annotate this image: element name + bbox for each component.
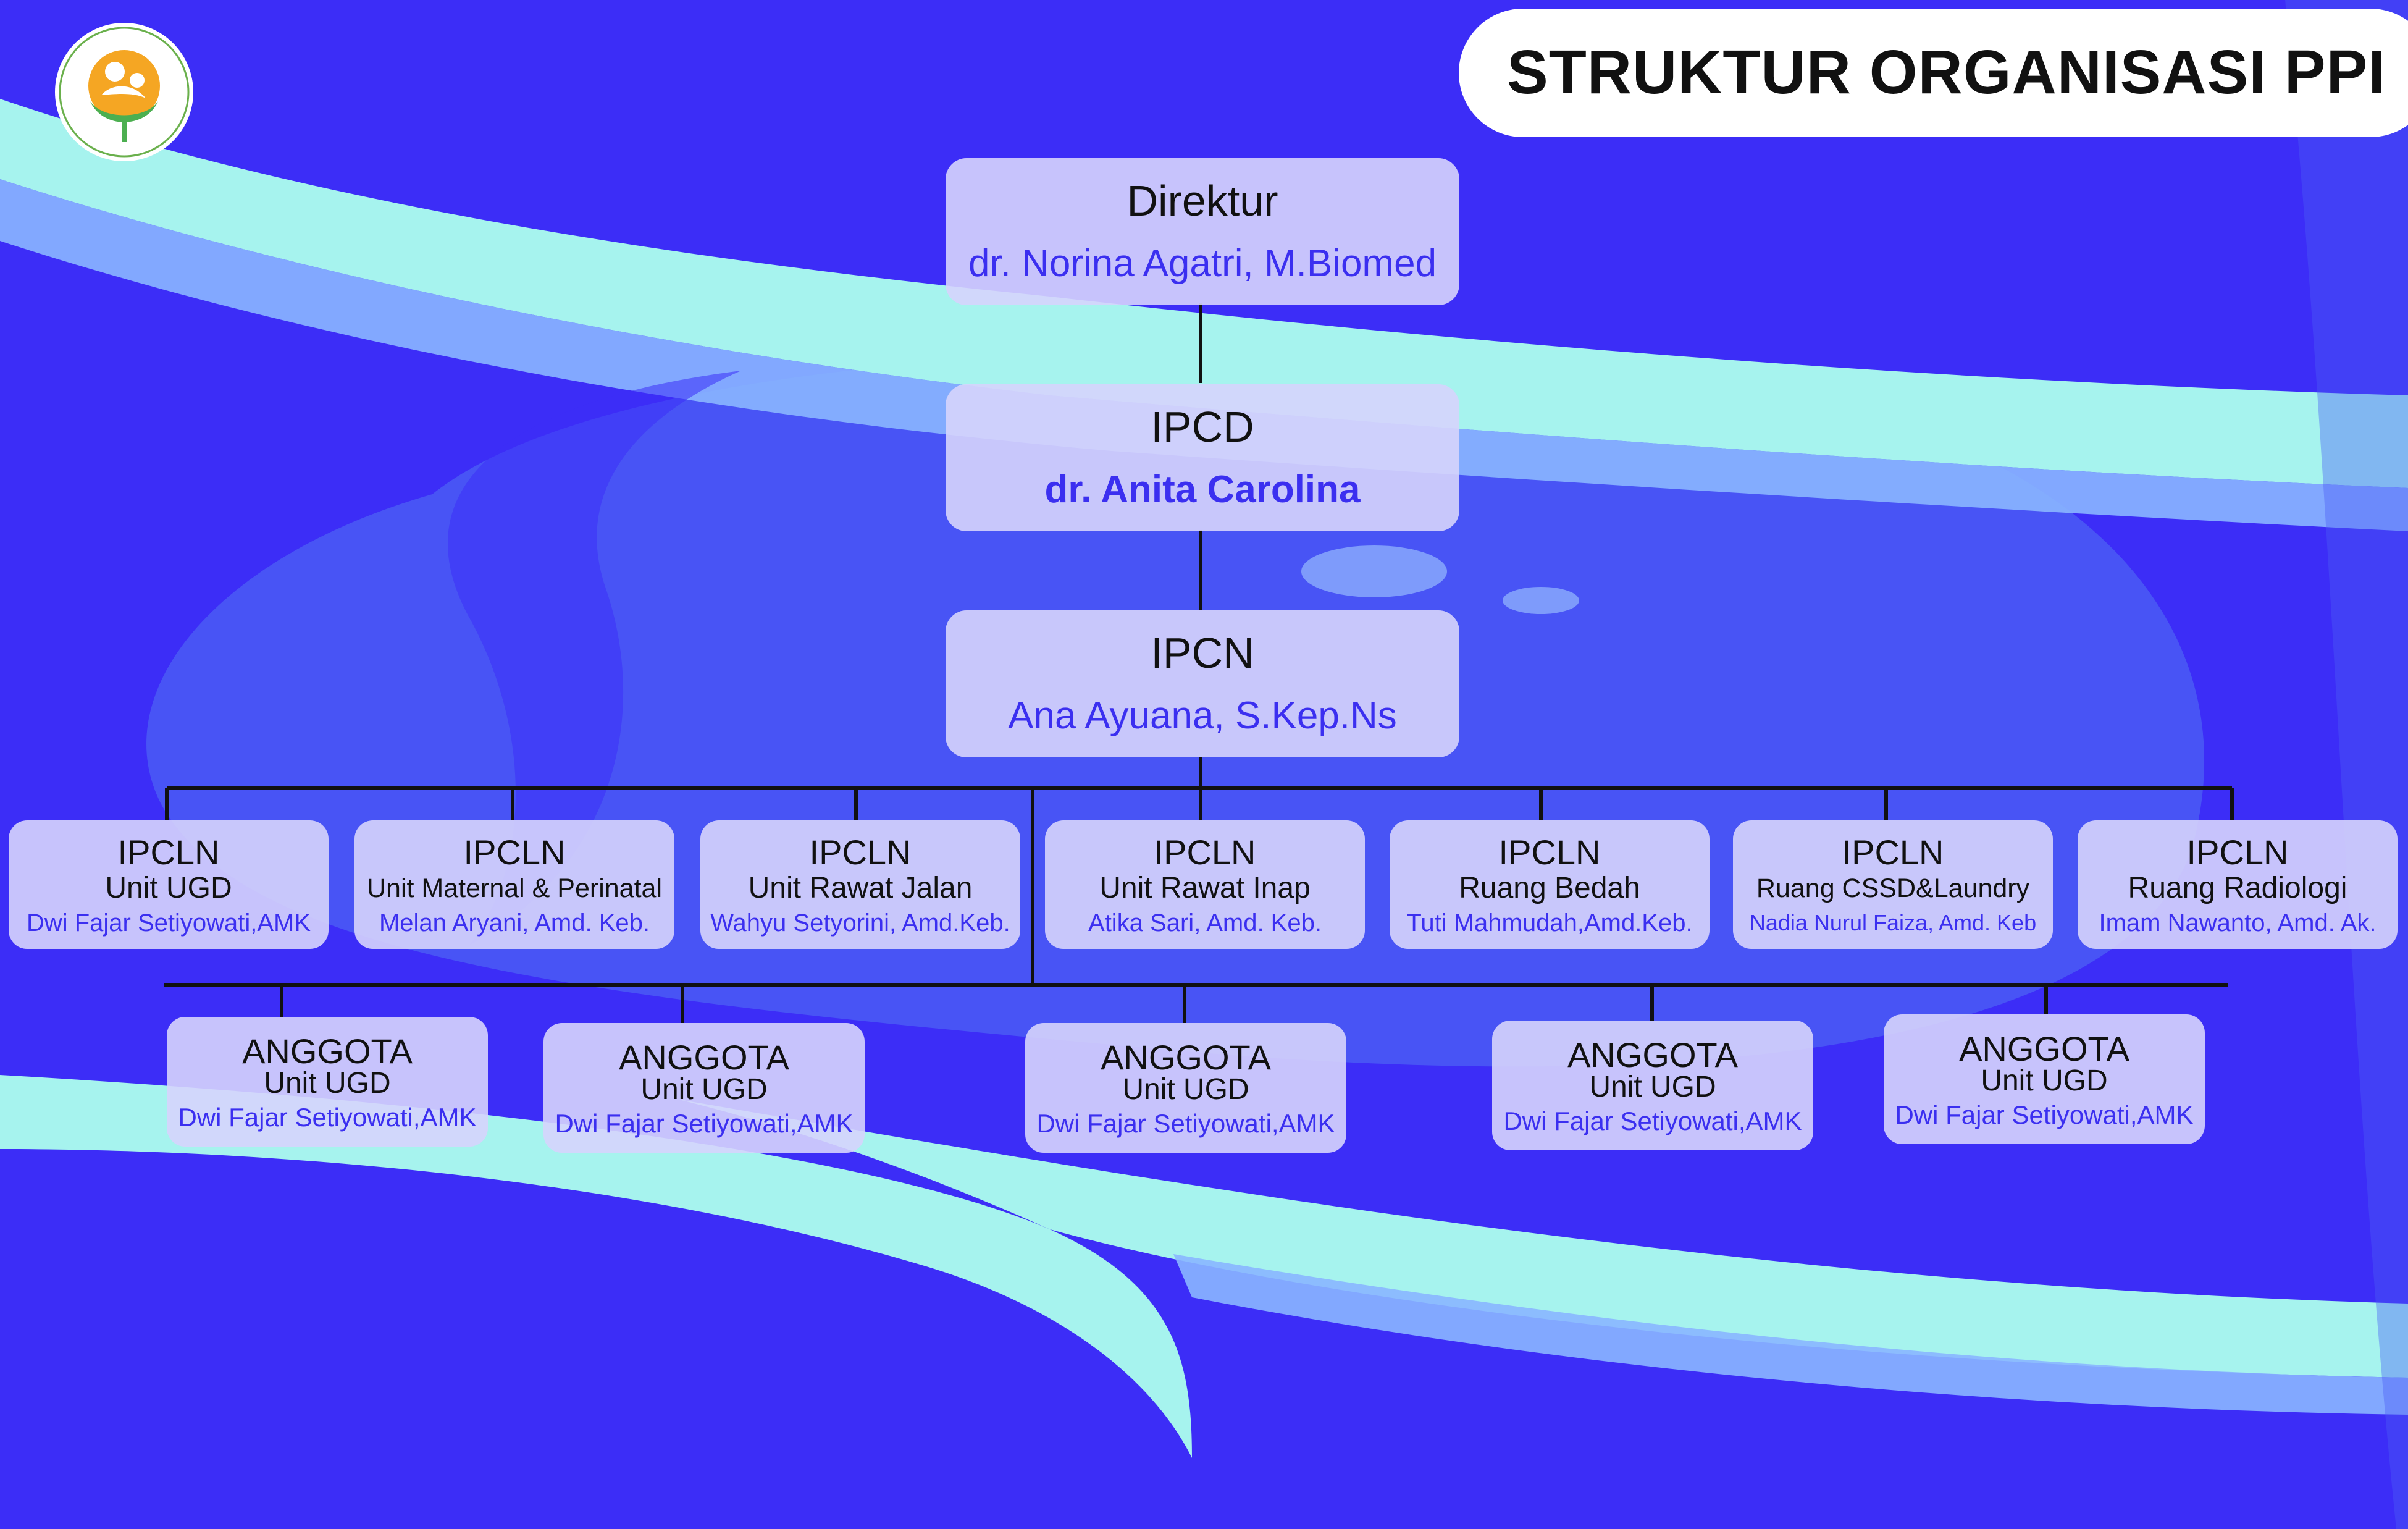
ipcln-role: IPCLN [1498, 833, 1601, 872]
ipcln-unit: Ruang Bedah [1459, 872, 1640, 904]
ipcln-role: IPCLN [809, 833, 912, 872]
anggota-person: Dwi Fajar Setiyowati,AMK [1503, 1106, 1802, 1135]
ipcln-role: IPCLN [1842, 833, 1944, 872]
ipcln-role: IPCLN [463, 833, 566, 872]
anggota-box: ANGGOTA Unit UGD Dwi Fajar Setiyowati,AM… [1884, 1014, 2205, 1144]
ipcln-role: IPCLN [2186, 833, 2289, 872]
ipcln-box-radiologi: IPCLN Ruang Radiologi Imam Nawanto, Amd.… [2078, 820, 2398, 949]
ipcln-unit: Unit Rawat Jalan [748, 872, 973, 904]
ipcd-name: dr. Anita Carolina [1044, 468, 1361, 511]
anggota-person: Dwi Fajar Setiyowati,AMK [1895, 1100, 2194, 1129]
anggota-unit: Unit UGD [640, 1073, 768, 1106]
anggota-unit: Unit UGD [1981, 1064, 2108, 1097]
anggota-box: ANGGOTA Unit UGD Dwi Fajar Setiyowati,AM… [543, 1023, 865, 1153]
anggota-unit: Unit UGD [1122, 1073, 1249, 1106]
ipcln-person: Wahyu Setyorini, Amd.Keb. [710, 909, 1010, 937]
ipcln-person: Nadia Nurul Faiza, Amd. Keb [1749, 910, 2037, 935]
ipcln-box-ugd: IPCLN Unit UGD Dwi Fajar Setiyowati,AMK [9, 820, 329, 949]
anggota-role: ANGGOTA [1567, 1035, 1738, 1074]
ipcln-box-rawat-jalan: IPCLN Unit Rawat Jalan Wahyu Setyorini, … [700, 820, 1020, 949]
ipcln-unit: Unit Maternal & Perinatal [367, 874, 662, 903]
ipcln-unit: Unit UGD [105, 872, 232, 904]
anggota-person: Dwi Fajar Setiyowati,AMK [555, 1109, 854, 1138]
ipcd-role: IPCD [1151, 403, 1254, 451]
anggota-person: Dwi Fajar Setiyowati,AMK [178, 1103, 477, 1132]
ipcln-role: IPCLN [1154, 833, 1256, 872]
ipcn-box: IPCN Ana Ayuana, S.Kep.Ns [946, 610, 1459, 757]
ipcln-person: Tuti Mahmudah,Amd.Keb. [1406, 909, 1693, 937]
anggota-box: ANGGOTA Unit UGD Dwi Fajar Setiyowati,AM… [167, 1017, 488, 1147]
anggota-person: Dwi Fajar Setiyowati,AMK [1036, 1109, 1335, 1138]
hospital-logo [55, 23, 193, 161]
ipcln-person: Atika Sari, Amd. Keb. [1088, 909, 1322, 937]
ipcln-box-bedah: IPCLN Ruang Bedah Tuti Mahmudah,Amd.Keb. [1390, 820, 1710, 949]
ipcn-role: IPCN [1151, 629, 1254, 677]
anggota-role: ANGGOTA [1959, 1029, 2129, 1068]
ipcln-unit: Unit Rawat Inap [1099, 872, 1311, 904]
ipcln-person: Dwi Fajar Setiyowati,AMK [26, 909, 311, 937]
ipcd-box: IPCD dr. Anita Carolina [946, 384, 1459, 531]
ipcln-role: IPCLN [117, 833, 220, 872]
director-box: Direktur dr. Norina Agatri, M.Biomed [946, 158, 1459, 305]
ipcn-name: Ana Ayuana, S.Kep.Ns [1008, 694, 1397, 737]
anggota-unit: Unit UGD [264, 1067, 391, 1100]
anggota-box: ANGGOTA Unit UGD Dwi Fajar Setiyowati,AM… [1025, 1023, 1346, 1153]
director-name: dr. Norina Agatri, M.Biomed [968, 242, 1437, 285]
anggota-unit: Unit UGD [1589, 1071, 1716, 1103]
ipcln-unit: Ruang CSSD&Laundry [1756, 874, 2030, 903]
ipcln-unit: Ruang Radiologi [2128, 872, 2347, 904]
ipcln-box-cssd: IPCLN Ruang CSSD&Laundry Nadia Nurul Fai… [1733, 820, 2053, 949]
anggota-role: ANGGOTA [242, 1032, 413, 1071]
ipcln-person: Imam Nawanto, Amd. Ak. [2099, 909, 2377, 937]
ipcln-box-rawat-inap: IPCLN Unit Rawat Inap Atika Sari, Amd. K… [1045, 820, 1365, 949]
title-banner [1459, 9, 2408, 137]
ipcln-person: Melan Aryani, Amd. Keb. [379, 909, 650, 937]
ipcln-box-maternal: IPCLN Unit Maternal & Perinatal Melan Ar… [354, 820, 674, 949]
director-role: Direktur [1126, 177, 1278, 225]
anggota-box: ANGGOTA Unit UGD Dwi Fajar Setiyowati,AM… [1492, 1021, 1813, 1150]
anggota-role: ANGGOTA [1101, 1038, 1271, 1077]
page-title: STRUKTUR ORGANISASI PPI [1507, 38, 2386, 107]
anggota-role: ANGGOTA [619, 1038, 789, 1077]
